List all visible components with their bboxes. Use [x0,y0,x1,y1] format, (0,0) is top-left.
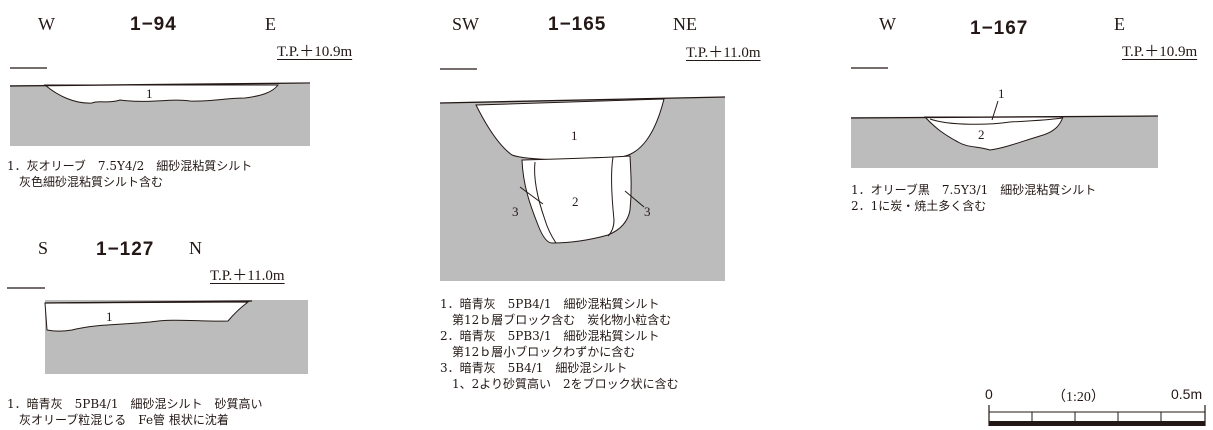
scale-bar [988,405,1206,426]
section-1-165-layer-3-left-boundary [534,161,557,244]
section-1-94-title: 1−94 [130,14,177,35]
description-line: 灰色細砂混粘質シルト含む [7,175,164,189]
section-1-165-leader-right [624,190,645,208]
description-line: 灰オリーブ粒混じる Fe管 根状に沈着 [7,413,229,427]
section-1-127-datum-elevation: T.P.＋11.0m [210,268,285,284]
description-line: 1．灰オリーブ 7.5Y4/2 細砂混粘質シルト [7,159,253,173]
section-1-165-description: 1．暗青灰 5PB4/1 細砂混粘質シルト 第12ｂ層ブロック含む 炭化物小粒含… [440,296,679,392]
section-1-167-title: 1−167 [970,18,1029,39]
description-line: 第12ｂ層小ブロックわずかに含む [440,345,636,359]
section-1-127-right-direction: N [189,238,202,258]
section-1-94-datum-elevation: T.P.＋10.9m [277,44,353,60]
section-1-167-right-direction: E [1114,14,1125,34]
section-1-127-description: 1．暗青灰 5PB4/1 細砂混シルト 砂質高い 灰オリーブ粒混じる Fe管 根… [7,396,262,428]
description-line: 1、2より砂質高い 2をブロック状に含む [440,377,679,391]
section-1-165-layer-3-left-label: 3 [512,204,519,219]
section-1-94-description: 1．灰オリーブ 7.5Y4/2 細砂混粘質シルト 灰色細砂混粘質シルト含む [7,158,252,190]
description-line: 第12ｂ層ブロック含む 炭化物小粒含む [440,313,672,327]
section-1-167-left-direction: W [879,14,896,34]
description-line: 1．暗青灰 5PB4/1 細砂混シルト 砂質高い [7,397,263,411]
description-line: 1．オリーブ黒 7.5Y3/1 細砂混粘質シルト [851,183,1097,197]
section-1-94-left-direction: W [38,14,55,34]
section-1-167-drawing [850,67,1159,168]
section-1-167-layer-boundary [929,117,1063,125]
scale-ratio-label: （1:20） [1052,390,1105,405]
section-1-165-drawing [439,68,726,281]
section-1-167-pit-fill [923,116,1064,151]
section-1-165-layer-2 [521,155,632,244]
section-1-94-layer-label: 1 [146,86,153,101]
section-1-165-layer-2-label: 2 [572,194,579,209]
section-1-165-leader-left [519,186,544,205]
section-1-127-drawing [7,287,308,374]
section-1-94-pit-fill [43,84,280,104]
section-1-165-layer-1-label: 1 [571,128,578,143]
section-1-165-datum-elevation: T.P.＋11.0m [686,45,761,61]
section-1-127-surface [44,300,253,304]
scale-end-label: 0.5m [1171,386,1203,402]
section-1-165-title: 1−165 [548,14,607,35]
scale-bar-thick-bar [989,421,1205,426]
section-1-167-datum-elevation: T.P.＋10.9m [1122,44,1198,60]
description-line: 1．暗青灰 5PB4/1 細砂混粘質シルト [440,297,660,311]
section-1-167-layer-2-label: 2 [978,127,985,142]
section-1-167-description: 1．オリーブ黒 7.5Y3/1 細砂混粘質シルト 2．1に炭・焼土多く含む [851,182,1096,214]
section-1-165-layer-3-right-boundary [607,156,615,237]
section-1-127-title: 1−127 [96,239,155,260]
section-1-94-right-direction: E [265,14,276,34]
description-line: 2．暗青灰 5PB3/1 細砂混粘質シルト [440,329,660,343]
section-1-167-layer-1-label: 1 [998,86,1005,101]
section-1-127-layer-label: 1 [106,309,113,324]
section-1-127-pit-fill [44,301,250,332]
scale-start-label: 0 [985,386,993,402]
section-1-165-surface [439,96,726,104]
section-1-167-surface [850,115,1159,119]
section-1-165-right-direction: NE [673,14,697,34]
section-1-94-drawing [9,67,311,146]
description-line: 2．1に炭・焼土多く含む [851,199,987,213]
section-1-127-left-direction: S [38,238,49,258]
section-1-165-left-direction: SW [452,14,479,34]
section-1-94-surface [9,82,311,87]
section-1-165-layer-3-right-label: 3 [644,204,651,219]
description-line: 3．暗青灰 5B4/1 細砂混シルト [440,361,628,375]
